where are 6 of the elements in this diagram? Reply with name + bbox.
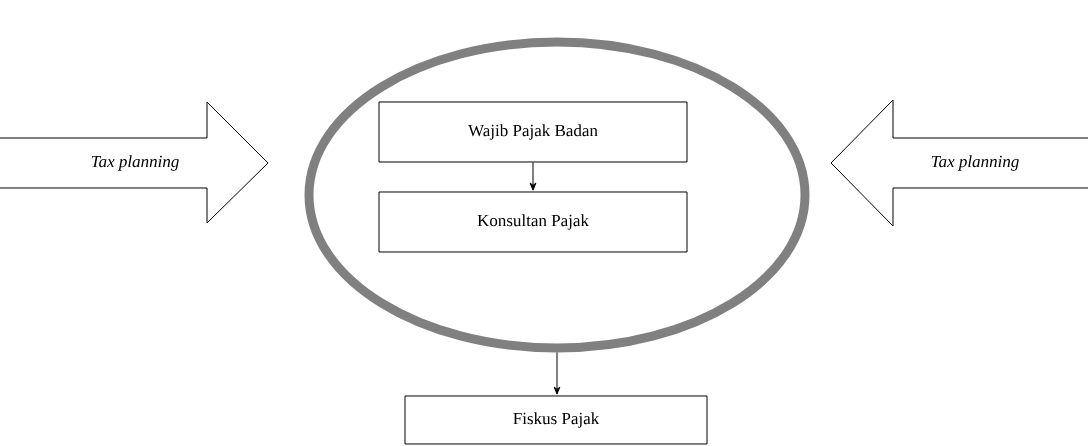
process-box: Konsultan Pajak xyxy=(378,191,688,253)
arrow xyxy=(553,352,561,395)
process-box: Fiskus Pajak xyxy=(404,395,708,445)
ring xyxy=(304,37,810,353)
arrow xyxy=(529,162,537,191)
process-box: Wajib Pajak Badan xyxy=(378,101,688,163)
